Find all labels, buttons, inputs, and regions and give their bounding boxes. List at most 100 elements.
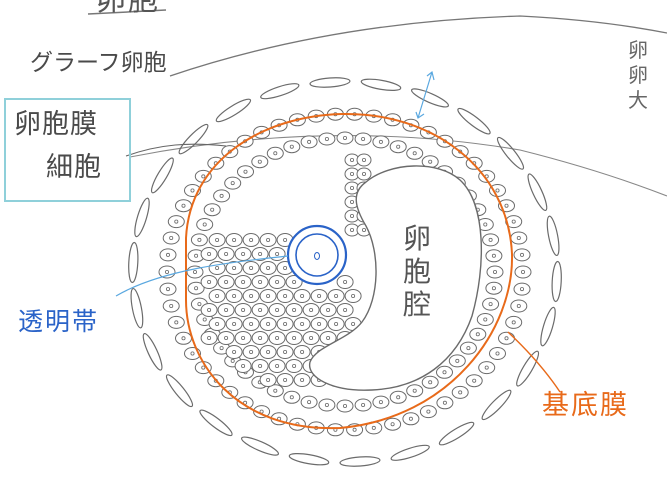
cumulus-cell-nucleus — [224, 335, 229, 340]
granulosa-cell — [175, 199, 192, 213]
cumulus-cell — [208, 317, 226, 331]
granulosa-cell-nucleus — [472, 378, 477, 383]
granulosa-cell-nucleus — [390, 422, 395, 427]
theca-cell — [546, 215, 560, 257]
oocyte-nucleus — [314, 252, 320, 260]
granulosa-cell-nucleus — [504, 203, 509, 208]
cumulus-cell — [200, 303, 218, 317]
granulosa-cell-nucleus — [428, 159, 433, 164]
antrum-cavity — [309, 165, 482, 391]
granulosa-cell — [389, 140, 407, 154]
granulosa-cell — [318, 132, 336, 146]
granulosa-cell-nucleus — [219, 346, 224, 351]
theca-cell — [551, 260, 562, 303]
cumulus-cell — [285, 359, 303, 373]
theca-cell — [178, 123, 209, 155]
granulosa-cell-nucleus — [491, 286, 496, 291]
granulosa-cell-nucleus — [412, 388, 417, 393]
theca-cell — [134, 197, 150, 238]
theca-cell — [240, 436, 280, 456]
cumulus-cell — [356, 153, 372, 167]
cumulus-cell — [276, 289, 294, 303]
cumulus-cell — [285, 331, 303, 345]
cumulus-cell — [251, 247, 269, 261]
granulosa-cell — [162, 231, 180, 245]
granulosa-cell-nucleus — [483, 317, 488, 322]
granulosa-cell — [203, 203, 221, 217]
granulosa-cell — [175, 331, 192, 345]
granulosa-cell — [476, 313, 494, 326]
granulosa-cell-nucleus — [491, 253, 496, 258]
cumulus-cell — [259, 345, 277, 359]
granulosa-cell — [514, 265, 532, 279]
granulosa-cell-nucleus — [174, 219, 179, 224]
granulosa-cell-nucleus — [273, 388, 278, 393]
granulosa-cell-nucleus — [484, 365, 489, 370]
cumulus-cell — [259, 317, 277, 331]
granulosa-cell — [505, 315, 523, 329]
cumulus-cell-nucleus — [343, 279, 348, 284]
cumulus-cell-nucleus — [241, 307, 246, 312]
granulosa-cell-nucleus — [361, 136, 366, 141]
granulosa-label-line2: 細胞 — [46, 152, 102, 183]
granulosa-cell — [158, 265, 176, 279]
granulosa-cell-nucleus — [495, 351, 500, 356]
cumulus-cell-nucleus — [266, 293, 271, 298]
granulosa-cell — [283, 140, 301, 154]
cumulus-cell-nucleus — [258, 307, 263, 312]
cumulus-cell-nucleus — [283, 377, 288, 382]
granulosa-cell — [465, 374, 483, 388]
granulosa-cell — [469, 327, 487, 341]
cumulus-cell-nucleus — [300, 377, 305, 382]
granulosa-cell — [266, 146, 284, 160]
granulosa-cell-nucleus — [455, 358, 460, 363]
granulosa-cell — [187, 281, 205, 295]
granulosa-cell-nucleus — [201, 174, 206, 179]
cumulus-cell-nucleus — [349, 157, 354, 162]
cumulus-cell — [319, 303, 337, 317]
theca-cell — [260, 83, 300, 100]
cumulus-cell — [200, 331, 218, 345]
cumulus-cell-nucleus — [215, 293, 220, 298]
theca-cell — [199, 409, 233, 437]
cumulus-cell-nucleus — [292, 307, 297, 312]
granulosa-cell-nucleus — [511, 320, 516, 325]
cumulus-cell-nucleus — [326, 307, 331, 312]
granulosa-cell-nucleus — [520, 287, 525, 292]
granulosa-cell — [190, 233, 208, 247]
granulosa-cell-nucleus — [164, 269, 169, 274]
cumulus-cell-nucleus — [275, 335, 280, 340]
theca-cell — [496, 136, 525, 170]
granulosa-cell-nucleus — [289, 144, 294, 149]
granulosa-cell — [372, 395, 390, 409]
cumulus-cell-nucleus — [215, 237, 220, 242]
cumulus-cell-nucleus — [266, 349, 271, 354]
granulosa-cell — [354, 132, 372, 146]
cumulus-cell-nucleus — [207, 307, 212, 312]
cumulus-cell — [208, 233, 226, 247]
granulosa-cell-nucleus — [492, 269, 497, 274]
cumulus-cell — [251, 359, 269, 373]
granulosa-cell-nucleus — [201, 365, 206, 370]
cumulus-cell-nucleus — [283, 293, 288, 298]
granulosa-cell-nucleus — [511, 219, 516, 224]
cumulus-cell — [234, 247, 252, 261]
title-text: 卵胞 — [96, 0, 160, 18]
cumulus-cell-nucleus — [275, 307, 280, 312]
granulosa-cell — [505, 215, 523, 229]
zona-leader — [115, 255, 289, 297]
granulosa-cell — [421, 375, 439, 389]
theca-cell — [390, 444, 430, 461]
cumulus-cell — [208, 289, 226, 303]
cumulus-cell-nucleus — [224, 279, 229, 284]
theca-cell — [128, 241, 139, 284]
cumulus-cell-nucleus — [275, 279, 280, 284]
granulosa-cell — [478, 361, 496, 375]
cumulus-cell — [344, 289, 362, 303]
granulosa-cell-nucleus — [361, 402, 366, 407]
cumulus-cell-nucleus — [249, 321, 254, 326]
cumulus-cell-nucleus — [232, 237, 237, 242]
granulosa-cell-nucleus — [192, 269, 197, 274]
cumulus-cell — [242, 317, 260, 331]
